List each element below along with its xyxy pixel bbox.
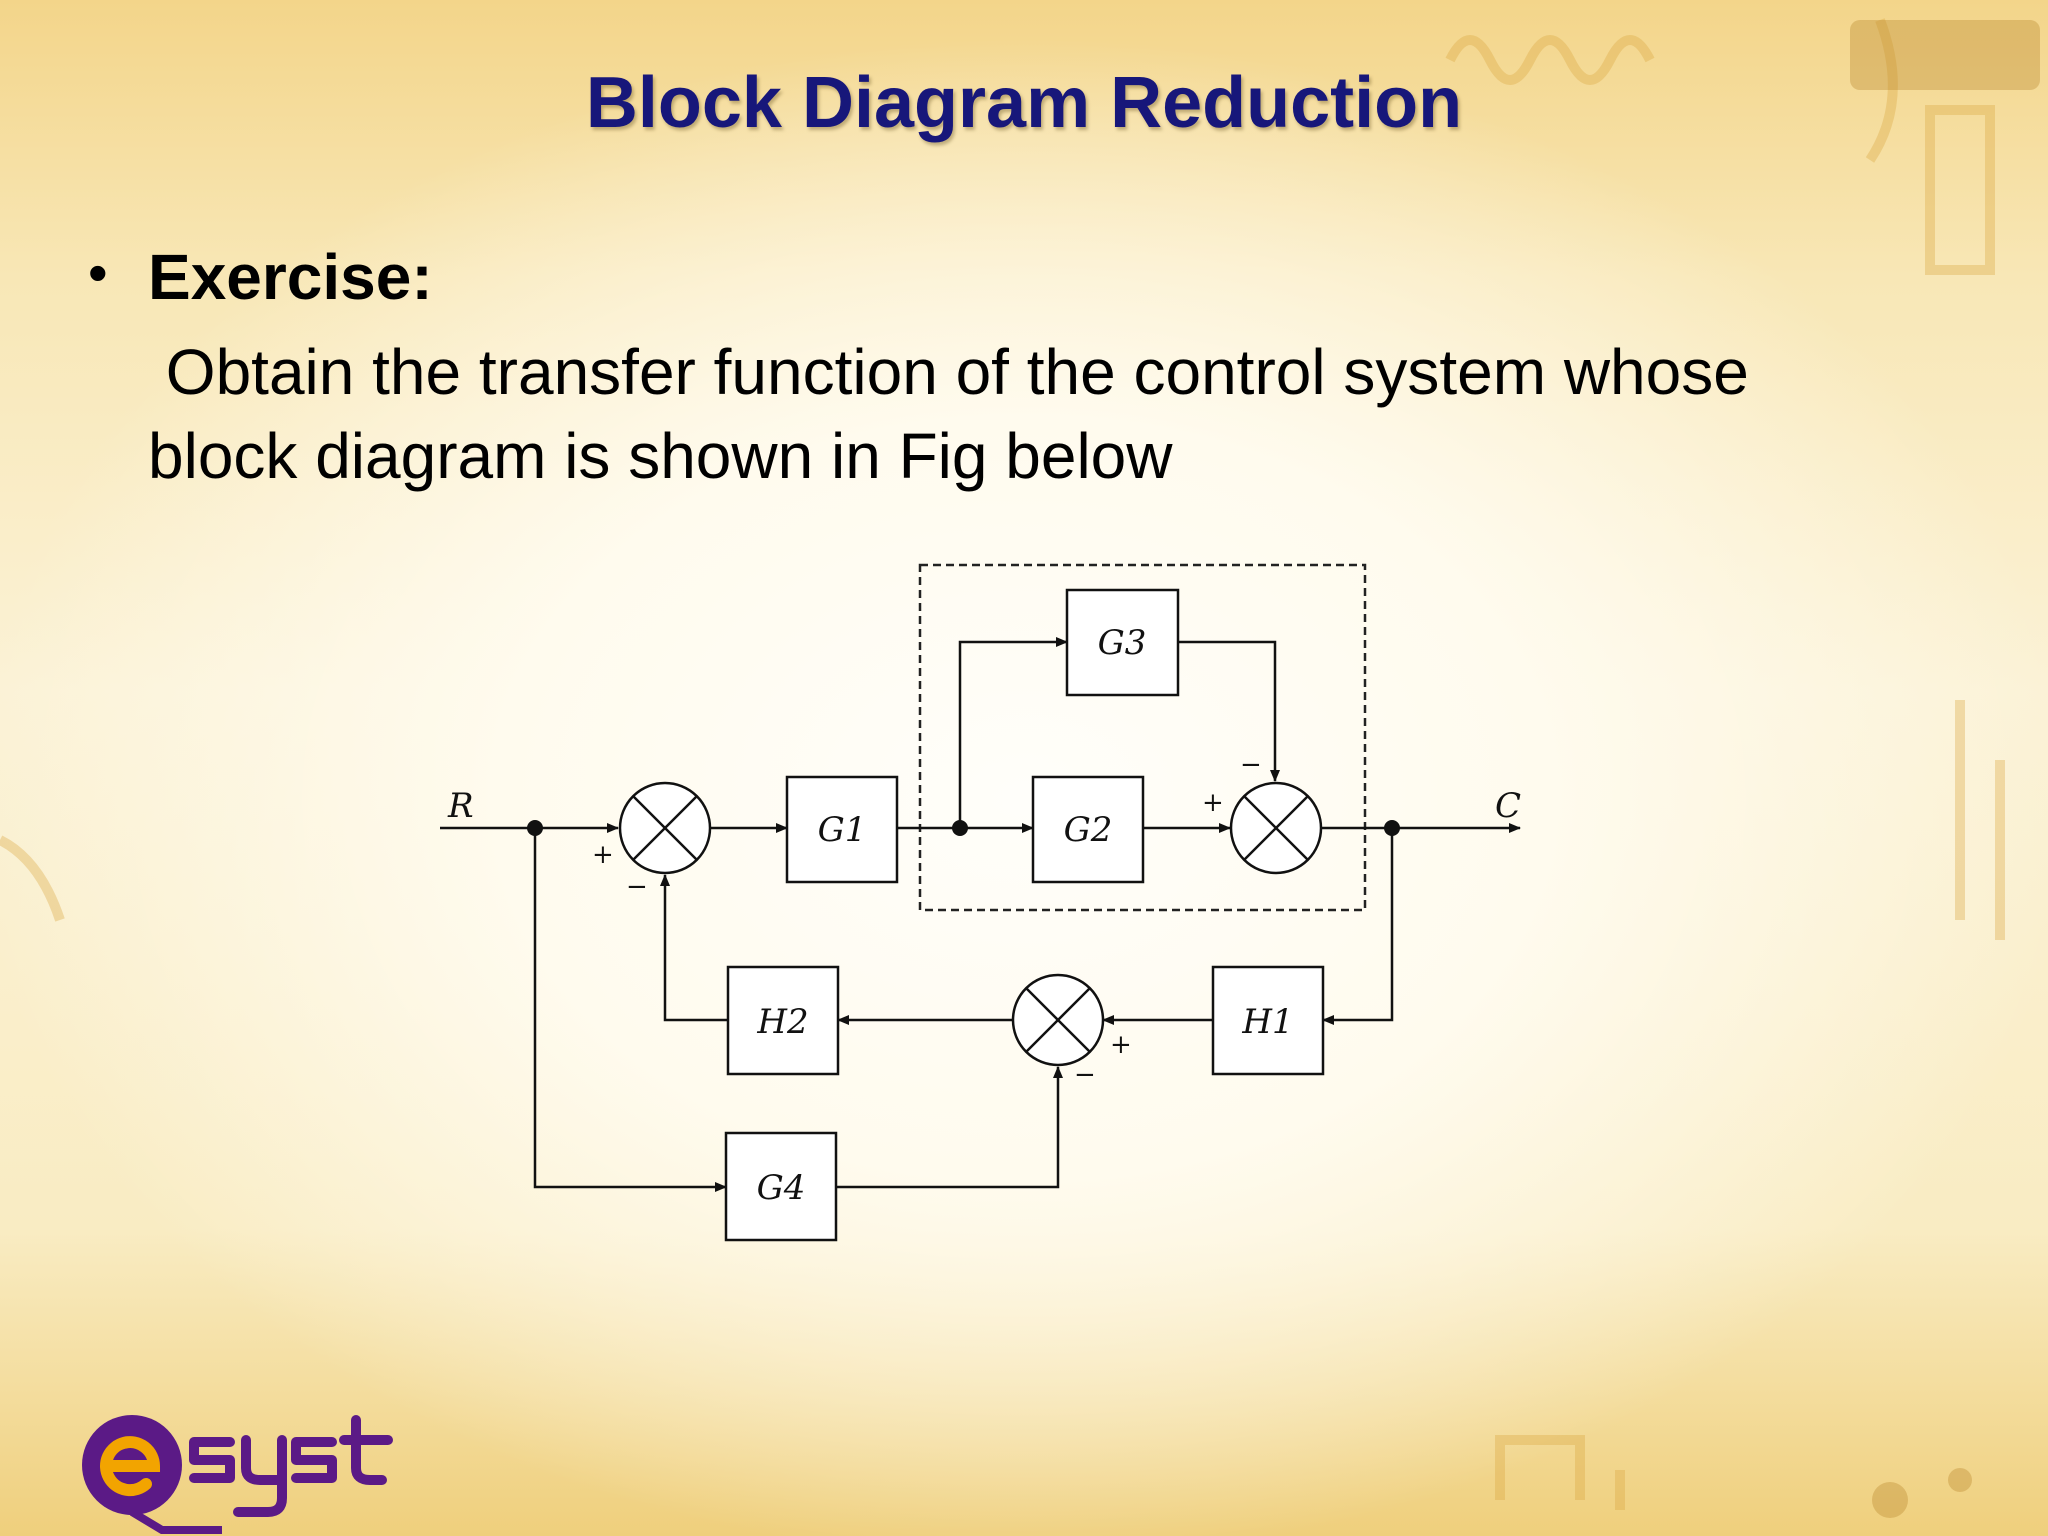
branch-point-r	[527, 820, 543, 836]
block-g3-label: G3	[1098, 623, 1147, 663]
block-h1-label: H1	[1241, 1002, 1293, 1042]
block-diagram: G1 G2 G3 H1 H2 G4 R C + − + − + −	[440, 563, 1521, 1242]
wire-to-g3	[958, 637, 1068, 828]
esyst-logo	[82, 1415, 393, 1534]
sign-sum2-minus: −	[1240, 750, 1262, 780]
block-g1	[785, 775, 899, 884]
block-g4-label: G4	[757, 1168, 806, 1208]
wire-c-to-h1	[1322, 828, 1394, 1025]
output-signal-label: C	[1495, 786, 1521, 826]
summing-junction-1	[618, 781, 712, 875]
block-g2-label: G2	[1064, 810, 1113, 850]
summing-junction-2	[1229, 781, 1323, 875]
bullet-icon: •	[88, 241, 108, 304]
exercise-text: Obtain the transfer function of the cont…	[148, 330, 1928, 498]
input-signal-label: R	[447, 786, 474, 826]
bullet-item: • Exercise:	[88, 240, 433, 314]
block-h2	[726, 965, 840, 1076]
branch-point-c	[1384, 820, 1400, 836]
dashed-group-box	[918, 563, 1367, 912]
sign-sum3-minus: −	[1074, 1060, 1096, 1090]
wire-g4-to-sum3	[836, 1066, 1063, 1189]
block-g1-label: G1	[818, 810, 867, 850]
sign-sum1-minus: −	[626, 872, 648, 902]
wire-h2-to-sum1	[660, 874, 728, 1022]
bullet-label: Exercise:	[148, 241, 433, 313]
block-h1	[1211, 965, 1325, 1076]
sign-sum2-plus: +	[1202, 788, 1224, 818]
wire-r-to-g4	[533, 828, 727, 1192]
summing-junction-3	[1011, 973, 1105, 1067]
wire-g3-to-sum2	[1178, 640, 1280, 782]
sign-sum3-plus: +	[1110, 1030, 1132, 1060]
exercise-line-1: Obtain the transfer function of the cont…	[148, 336, 1749, 408]
exercise-line-2: block diagram is shown in Fig below	[148, 420, 1173, 492]
sign-sum1-plus: +	[592, 840, 614, 870]
block-g4	[724, 1131, 838, 1242]
block-g3	[1065, 588, 1180, 697]
block-g2	[1031, 775, 1145, 884]
branch-point-g1	[952, 820, 968, 836]
block-h2-label: H2	[756, 1002, 808, 1042]
slide-title: Block Diagram Reduction	[585, 63, 1463, 143]
